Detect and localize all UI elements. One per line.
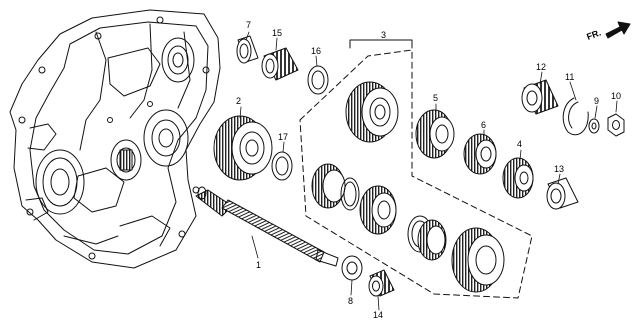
callout-1: 1	[256, 260, 261, 270]
callout-7: 7	[246, 20, 251, 30]
snap-ring-11	[562, 97, 589, 136]
front-direction-arrow-icon	[605, 21, 631, 39]
washer-16	[307, 65, 329, 95]
needle-bearing-14	[368, 269, 395, 297]
callout-4: 4	[517, 139, 522, 149]
callout-3: 3	[381, 30, 386, 40]
washer-17	[271, 151, 293, 181]
synchro-ring-left	[311, 163, 346, 209]
bearing-13	[546, 177, 579, 210]
assembly-gear-bottom	[451, 227, 505, 293]
callout-13: 13	[554, 164, 564, 174]
synchro-rings-right	[407, 215, 447, 261]
callout-14: 14	[373, 310, 383, 320]
callout-15: 15	[272, 28, 282, 38]
transmission-housing	[9, 9, 221, 269]
gear-5	[415, 109, 455, 159]
callout-2: 2	[236, 96, 241, 106]
assembly-3-boundary	[299, 49, 533, 299]
washer-8	[341, 255, 363, 281]
callout-12: 12	[536, 62, 546, 72]
washer-9	[588, 118, 600, 134]
snap-ring-left	[340, 177, 360, 211]
gear-6	[463, 133, 497, 175]
leader-lines	[239, 31, 618, 311]
assembly-gear-top	[345, 81, 399, 143]
callout-16: 16	[311, 46, 321, 56]
nut-10	[607, 113, 625, 137]
callout-11: 11	[565, 72, 574, 82]
callout-5: 5	[433, 93, 438, 103]
callout-6: 6	[481, 120, 486, 130]
synchro-hub	[359, 185, 397, 235]
assembly-3-bracket	[349, 39, 413, 49]
needle-bearing-15	[261, 47, 299, 81]
collar-7	[236, 35, 259, 64]
callout-labels: 1 2 3 4 5 6 7 8 9 10 11 12 13 14 15 16 1…	[236, 20, 621, 320]
callout-8: 8	[348, 296, 353, 306]
bearing-12	[521, 79, 559, 115]
callout-9: 9	[594, 96, 599, 106]
callout-10: 10	[611, 91, 621, 101]
callout-17: 17	[278, 132, 288, 142]
gear-2	[213, 115, 273, 181]
gear-4	[502, 157, 534, 199]
direction-label: FR.	[585, 28, 602, 42]
mainshaft	[195, 186, 339, 267]
